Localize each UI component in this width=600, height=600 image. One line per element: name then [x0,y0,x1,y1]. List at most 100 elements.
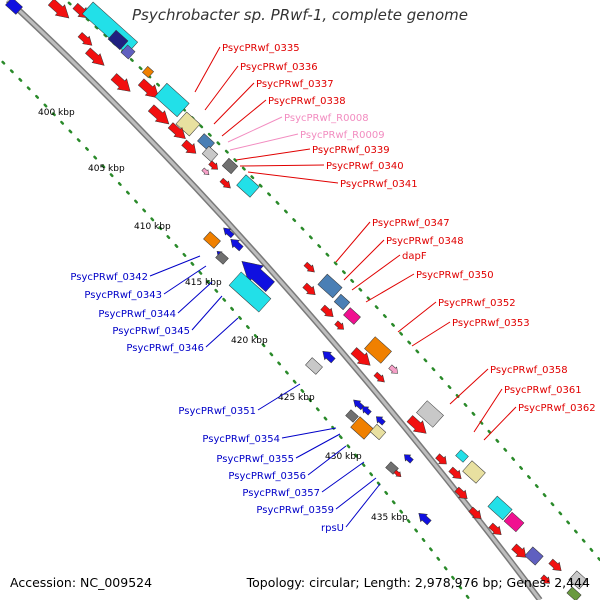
gene-left-blue-9-arrow [418,513,432,526]
gene-cyan-4-body [487,495,513,521]
gene-red-small-3 [393,469,402,477]
gene-steelblue-2 [317,273,343,299]
gene-label-right: PsycPRwf_0337 [256,79,334,90]
gene-yellow-3 [462,460,486,484]
leader-left [257,383,301,411]
gene-right-red-4-arrow [334,320,345,330]
gene-right-red-6 [373,371,385,383]
gene-left-cyan [228,271,272,313]
leader-right [239,164,325,167]
gene-lightgray-1 [201,145,219,163]
gene-lightgray-4 [568,570,588,590]
gene-left-blue-6-arrow [361,406,372,416]
gene-label-right: PsycPRwf_R0008 [284,113,369,124]
gene-far-blue [5,0,23,15]
gene-red-small-1-arrow [208,160,219,170]
gene-pink-1-body [343,307,361,325]
gene-right-red-10 [454,486,468,499]
gene-label-right: PsycPRwf_0348 [386,236,464,247]
gene-right-red-11-arrow [468,506,482,519]
leader-right [235,148,311,161]
gene-orange-2-body [364,336,392,364]
gene-left-blue-5-arrow [353,399,365,411]
gene-label-left: PsycPRwf_0346 [126,343,204,354]
gene-inner-red-b [85,47,105,66]
gene-features [5,0,588,600]
gene-label-right: dapF [402,251,427,262]
kbp-tick-label: 400 kbp [38,108,75,118]
gene-pink-2-body [503,511,525,533]
gene-mid-red-arrow [137,78,160,99]
gene-left-blue-1 [223,227,235,239]
gene-right-red-9 [448,466,462,479]
gene-right-red-3-arrow [320,304,334,317]
gene-right-red-5-arrow [350,347,371,366]
gene-right-red-3 [320,304,334,317]
gene-pink-1 [343,307,361,325]
gene-darkgray-1-body [221,157,239,175]
gene-label-right: PsycPRwf_0353 [452,318,530,329]
gene-left-big-blue [241,260,275,292]
gene-steelblue-3 [333,293,351,311]
gene-right-red-2 [302,282,316,295]
gene-right-red-12 [488,522,502,535]
backbone-core [6,0,542,600]
gene-top-purple-body [120,44,136,60]
gene-left-gray [215,251,229,265]
gene-olive-1 [566,586,582,600]
gene-left-gray-2-body [345,409,359,423]
gene-left-blue-2-arrow [230,239,244,252]
gene-orange-3-body [350,416,374,440]
gene-far-blue-body [5,0,23,15]
leader-right [335,221,371,263]
gene-left-blue-4 [322,351,336,364]
dot-track-outer [63,0,600,562]
leader-left [191,295,223,331]
leader-left [321,461,365,493]
gene-label-left: PsycPRwf_0345 [112,326,190,337]
gene-right-red-14-arrow [548,558,562,571]
gene-steelblue-2-body [317,273,343,299]
gene-cyan-3-body [455,449,469,463]
gene-red-small-1 [208,160,219,170]
gene-purple-2 [524,546,544,566]
gene-right-red-1-arrow [303,261,315,273]
gene-label-right: PsycPRwf_0340 [326,161,404,172]
gene-right-red-8-arrow [435,453,447,465]
gene-right-red-7 [406,415,427,434]
gene-rna-1-arrow [201,167,210,175]
gene-label-right: PsycPRwf_0339 [312,145,390,156]
gene-darkgray-1 [221,157,239,175]
gene-label-right: PsycPRwf_0347 [372,218,450,229]
gene-label-right: PsycPRwf_0350 [416,270,494,281]
gene-mid-red [137,78,160,99]
gene-right-red-5 [350,347,371,366]
gene-label-left: PsycPRwf_0356 [228,471,306,482]
gene-steelblue-1-body [197,133,215,151]
gene-steelblue-3-body [333,293,351,311]
gene-right-red-15 [540,574,551,584]
leader-right [227,116,283,143]
gene-left-blue-9 [418,513,432,526]
gene-right-red-1 [303,261,315,273]
gene-label-left: PsycPRwf_0357 [242,488,320,499]
gene-rna-2 [388,364,399,374]
gene-label-left: PsycPRwf_0359 [256,505,334,516]
gene-label-left: PsycPRwf_0344 [98,309,176,320]
leader-left [295,433,341,459]
gene-left-blue-7 [375,416,386,426]
gene-right-red-4 [334,320,345,330]
leader-right [343,239,385,281]
kbp-tick-label: 410 kbp [134,222,171,232]
gene-yellow-2-body [369,423,387,441]
kbp-tick-label: 435 kbp [371,513,408,523]
gene-right-red-11 [468,506,482,519]
gene-red-arrow-3-arrow [181,139,197,154]
gene-top-navy [107,29,129,51]
gene-orange-3 [350,416,374,440]
gene-right-red-2-arrow [302,282,316,295]
leader-left [205,317,239,348]
leader-right [397,301,437,333]
